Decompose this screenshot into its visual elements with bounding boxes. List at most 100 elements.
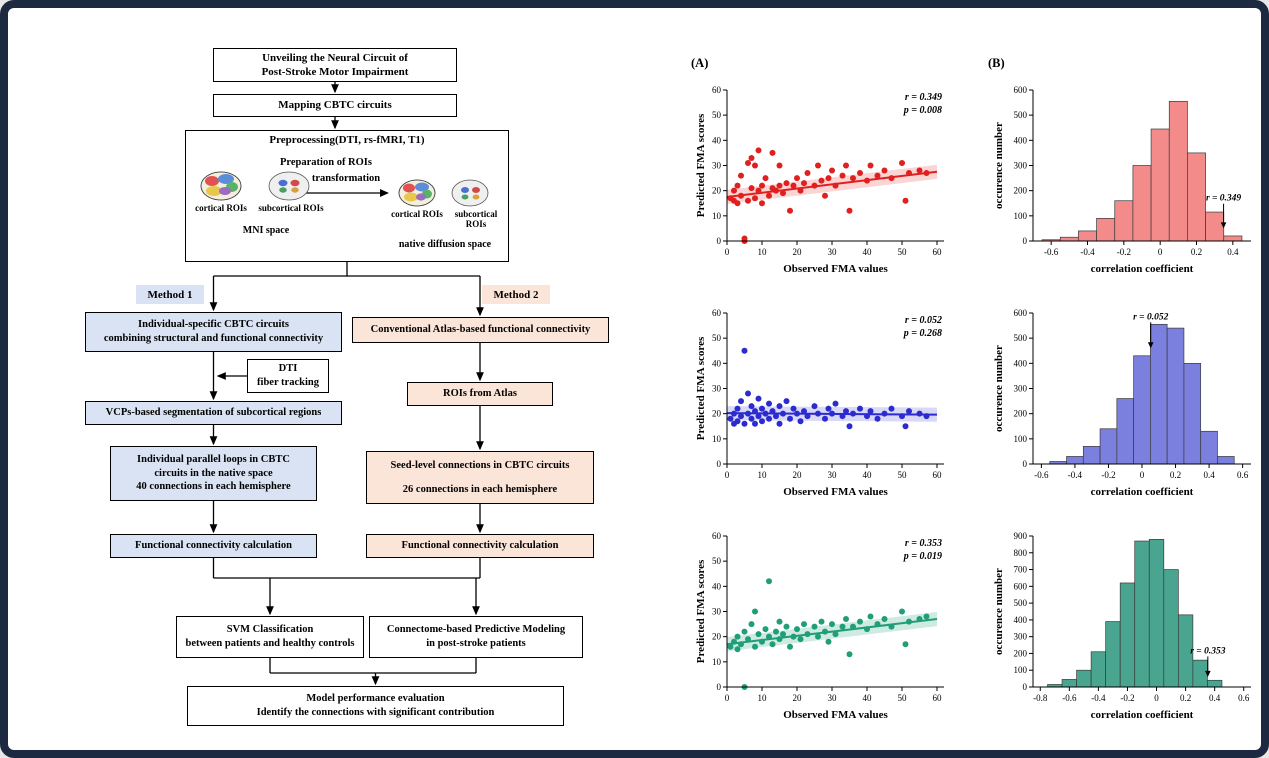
svg-text:-0.2: -0.2 bbox=[1120, 693, 1134, 703]
svg-text:p = 0.008: p = 0.008 bbox=[903, 105, 942, 116]
subcortical-roi-label-left: subcortical ROIs bbox=[258, 203, 324, 213]
preprocessing-title: Preprocessing(DTI, rs-fMRI, T1) bbox=[269, 134, 425, 146]
method-1-label: Method 1 bbox=[136, 285, 204, 304]
svg-text:500: 500 bbox=[1014, 598, 1028, 608]
svg-text:40: 40 bbox=[863, 693, 873, 703]
svg-text:40: 40 bbox=[863, 470, 873, 480]
svg-text:20: 20 bbox=[793, 470, 803, 480]
svg-text:60: 60 bbox=[933, 693, 943, 703]
native-diffusion-space-label: native diffusion space bbox=[398, 239, 492, 250]
svg-text:60: 60 bbox=[712, 531, 722, 541]
preparation-rois-label: Preparation of ROIs bbox=[280, 157, 372, 168]
svg-text:correlation coefficient: correlation coefficient bbox=[1091, 486, 1194, 498]
method1-circuits-box: Individual-specific CBTC circuits combin… bbox=[85, 312, 342, 352]
svg-text:r = 0.353: r = 0.353 bbox=[1190, 646, 1225, 656]
svg-text:60: 60 bbox=[933, 470, 943, 480]
svg-text:40: 40 bbox=[712, 135, 722, 145]
flowchart-arrows bbox=[209, 82, 484, 686]
svg-text:40: 40 bbox=[712, 358, 722, 368]
svg-text:400: 400 bbox=[1014, 358, 1028, 368]
svg-text:100: 100 bbox=[1014, 665, 1028, 675]
preprocessing-box: Preprocessing(DTI, rs-fMRI, T1) Preparat… bbox=[185, 130, 509, 262]
svg-text:0.2: 0.2 bbox=[1180, 693, 1191, 703]
svg-text:50: 50 bbox=[712, 556, 722, 566]
svg-text:300: 300 bbox=[1014, 384, 1028, 394]
svg-text:300: 300 bbox=[1014, 632, 1028, 642]
svg-text:0.4: 0.4 bbox=[1203, 470, 1215, 480]
method1-fc-calculation-box: Functional connectivity calculation bbox=[110, 534, 317, 558]
svg-text:800: 800 bbox=[1014, 548, 1028, 558]
svg-text:-0.6: -0.6 bbox=[1062, 693, 1077, 703]
svg-text:Observed FMA values: Observed FMA values bbox=[783, 486, 888, 498]
svg-text:0: 0 bbox=[725, 470, 730, 480]
svg-text:60: 60 bbox=[712, 85, 722, 95]
svg-text:30: 30 bbox=[712, 607, 722, 617]
svm-classification-box: SVM Classification between patients and … bbox=[176, 616, 364, 658]
svg-text:10: 10 bbox=[758, 693, 768, 703]
seed-level-connections-box: Seed-level connections in CBTC circuits … bbox=[366, 451, 594, 504]
svg-text:occurence number: occurence number bbox=[993, 345, 1005, 432]
svg-text:-0.2: -0.2 bbox=[1101, 470, 1115, 480]
svg-text:0: 0 bbox=[1140, 470, 1145, 480]
svg-text:30: 30 bbox=[828, 247, 838, 257]
title-box: Unveiling the Neural Circuit of Post-Str… bbox=[213, 48, 457, 82]
svg-text:0: 0 bbox=[717, 459, 722, 469]
svg-text:r = 0.349: r = 0.349 bbox=[1206, 194, 1241, 204]
title-line-1: Unveiling the Neural Circuit of bbox=[262, 51, 408, 64]
svg-text:occurence number: occurence number bbox=[993, 122, 1005, 209]
svg-text:-0.6: -0.6 bbox=[1034, 470, 1049, 480]
svg-text:400: 400 bbox=[1014, 135, 1028, 145]
svg-text:p = 0.019: p = 0.019 bbox=[903, 551, 942, 562]
svg-text:0: 0 bbox=[1154, 693, 1159, 703]
svg-text:Predicted FMA scores: Predicted FMA scores bbox=[695, 336, 707, 440]
svg-text:20: 20 bbox=[712, 186, 722, 196]
svg-text:0: 0 bbox=[1023, 682, 1028, 692]
svg-text:600: 600 bbox=[1014, 581, 1028, 591]
svg-text:20: 20 bbox=[712, 409, 722, 419]
svg-text:r = 0.052: r = 0.052 bbox=[905, 315, 942, 326]
svg-text:10: 10 bbox=[758, 247, 768, 257]
svg-text:0: 0 bbox=[725, 247, 730, 257]
svg-text:30: 30 bbox=[712, 161, 722, 171]
title-line-2: Post-Stroke Motor Impairment bbox=[261, 66, 409, 78]
transformation-arrow-icon bbox=[304, 189, 389, 197]
svg-text:-0.4: -0.4 bbox=[1080, 247, 1095, 257]
svg-text:-0.6: -0.6 bbox=[1044, 247, 1059, 257]
svg-text:50: 50 bbox=[898, 470, 908, 480]
svg-text:0: 0 bbox=[717, 236, 722, 246]
svg-text:500: 500 bbox=[1014, 110, 1028, 120]
svg-text:0.6: 0.6 bbox=[1238, 693, 1250, 703]
svg-text:0.2: 0.2 bbox=[1170, 470, 1181, 480]
svg-text:-0.2: -0.2 bbox=[1117, 247, 1131, 257]
svg-text:50: 50 bbox=[712, 333, 722, 343]
svg-text:0: 0 bbox=[1023, 236, 1028, 246]
panel-b-label: (B) bbox=[988, 56, 1005, 70]
dti-fiber-tracking-box: DTI fiber tracking bbox=[247, 359, 329, 393]
subcortical-roi-label-right: subcortical ROIs bbox=[454, 209, 498, 230]
cortical-roi-label-left: cortical ROIs bbox=[195, 203, 247, 213]
svg-text:-0.4: -0.4 bbox=[1091, 693, 1106, 703]
svg-text:-0.4: -0.4 bbox=[1068, 470, 1083, 480]
svg-text:correlation coefficient: correlation coefficient bbox=[1091, 709, 1194, 721]
svg-text:0.6: 0.6 bbox=[1237, 470, 1249, 480]
subcortical-roi-brain-icon bbox=[268, 171, 310, 201]
svg-text:40: 40 bbox=[712, 581, 722, 591]
mni-space-label: MNI space bbox=[242, 225, 290, 236]
svg-text:300: 300 bbox=[1014, 161, 1028, 171]
svg-text:900: 900 bbox=[1014, 531, 1028, 541]
transformation-label: transformation bbox=[311, 173, 381, 184]
svg-text:100: 100 bbox=[1014, 434, 1028, 444]
svg-text:700: 700 bbox=[1014, 565, 1028, 575]
svg-text:0.4: 0.4 bbox=[1227, 247, 1239, 257]
svg-text:200: 200 bbox=[1014, 409, 1028, 419]
svg-text:600: 600 bbox=[1014, 85, 1028, 95]
atlas-fc-box: Conventional Atlas-based functional conn… bbox=[352, 317, 609, 343]
svg-text:Predicted FMA scores: Predicted FMA scores bbox=[695, 559, 707, 663]
cpm-box: Connectome-based Predictive Modeling in … bbox=[369, 616, 583, 658]
subcortical-roi-native-brain-icon bbox=[451, 179, 489, 207]
